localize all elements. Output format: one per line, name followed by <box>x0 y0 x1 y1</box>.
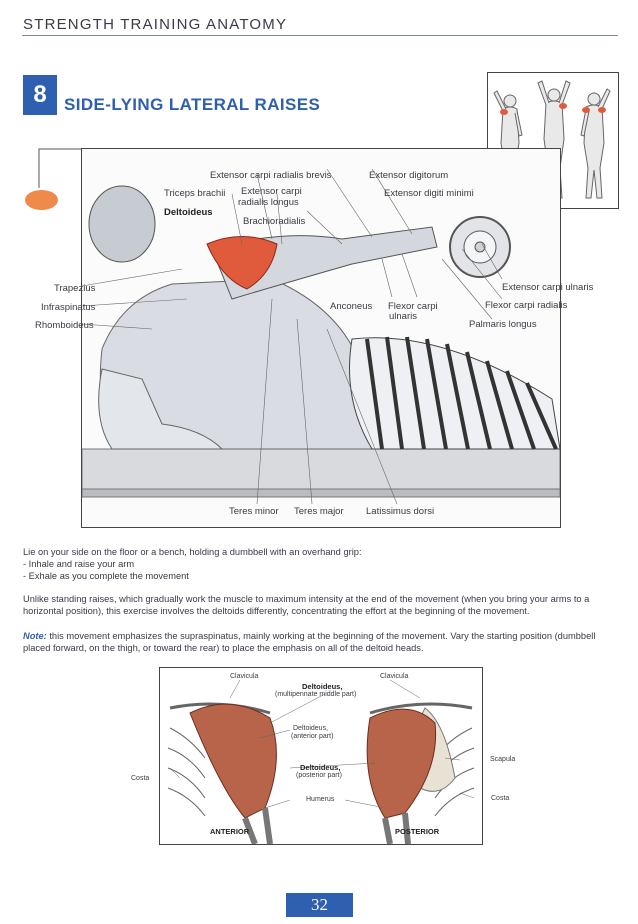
note-line2: placed forward, on the thigh, or toward … <box>23 643 424 653</box>
paragraph-comparison-line2: horizontal position), this exercise invo… <box>23 606 530 616</box>
shoulder-label-anterior: ANTERIOR <box>210 827 250 836</box>
shoulder-label-humerus: Humerus <box>306 796 335 803</box>
shoulder-label-deltoideus-posterior-line2: (posterior part) <box>296 772 342 779</box>
label-deltoideus: Deltoideus <box>164 207 213 218</box>
label-latissimus-dorsi: Latissimus dorsi <box>366 506 435 517</box>
label-palmaris-longus: Palmaris longus <box>469 319 537 330</box>
label-flexor-carpi-radialis: Flexor carpi radialis <box>485 300 568 311</box>
label-extensor-carpi-radialis-brevis: Extensor carpi radialis brevis <box>210 170 332 181</box>
shoulder-label-costa-right: Costa <box>491 795 510 802</box>
shoulder-highlight-marks <box>500 103 606 115</box>
note-text-line1: this movement emphasizes the supraspinat… <box>46 631 596 641</box>
main-anatomy-illustration <box>81 148 561 528</box>
label-extensor-digitorum: Extensor digitorum <box>369 170 449 181</box>
shoulder-label-posterior: POSTERIOR <box>395 827 440 836</box>
instruction-intro: Lie on your side on the floor or a bench… <box>23 547 362 557</box>
orange-marker-icon <box>25 190 58 210</box>
note-line1: Note: this movement emphasizes the supra… <box>23 630 623 642</box>
shoulder-label-deltoideus-anterior-line2: (anterior part) <box>291 733 334 740</box>
label-brachioradialis: Brachioradialis <box>243 216 306 227</box>
instruction-step-inhale: - Inhale and raise your arm <box>23 559 135 569</box>
shoulder-label-clavicula-left: Clavicula <box>230 673 259 680</box>
side-lying-figure-drawing <box>81 168 561 505</box>
shoulder-drawing <box>167 679 475 846</box>
shoulder-label-clavicula-right: Clavicula <box>380 673 409 680</box>
label-flexor-carpi-ulnaris-line1: Flexor carpi <box>388 301 438 312</box>
label-flexor-carpi-ulnaris-line2: ulnaris <box>389 311 417 322</box>
label-anconeus: Anconeus <box>330 301 373 312</box>
shoulder-anatomy-diagram <box>159 667 483 846</box>
shoulder-label-scapula: Scapula <box>490 756 516 763</box>
shoulder-label-deltoideus-middle-line2: (multipennate middle part) <box>275 691 357 698</box>
label-teres-minor: Teres minor <box>229 506 279 517</box>
label-extensor-carpi-radialis-longus-line1: Extensor carpi <box>241 186 302 197</box>
label-triceps-brachii: Triceps brachii <box>164 188 226 199</box>
label-extensor-carpi-radialis-longus-line2: radialis longus <box>238 197 299 208</box>
instruction-step-exhale: - Exhale as you complete the movement <box>23 571 189 581</box>
label-extensor-digiti-minimi: Extensor digiti minimi <box>384 188 474 199</box>
frame-connector-line <box>38 148 82 188</box>
running-header: STRENGTH TRAINING ANATOMY <box>23 16 288 33</box>
page-number: 32 <box>286 893 353 917</box>
label-extensor-carpi-ulnaris: Extensor carpi ulnaris <box>502 282 594 293</box>
paragraph-comparison-line1: Unlike standing raises, which gradually … <box>23 594 590 604</box>
label-teres-major: Teres major <box>294 506 344 517</box>
label-trapezius: Trapezius <box>54 283 96 294</box>
shoulder-label-deltoideus-anterior-line1: Deltoideus, <box>293 725 329 732</box>
shoulder-label-deltoideus-posterior-line1: Deltoideus, <box>300 763 341 772</box>
exercise-title: SIDE-LYING LATERAL RAISES <box>64 95 321 114</box>
shoulder-label-deltoideus-middle-line1: Deltoideus, <box>302 682 343 691</box>
exercise-number-badge: 8 <box>23 75 57 115</box>
note-label: Note: <box>23 631 47 641</box>
header-divider <box>22 35 618 36</box>
shoulder-label-costa-left: Costa <box>131 775 150 782</box>
label-rhomboideus: Rhomboideus <box>35 320 94 331</box>
label-infraspinatus: Infraspinatus <box>41 302 96 313</box>
